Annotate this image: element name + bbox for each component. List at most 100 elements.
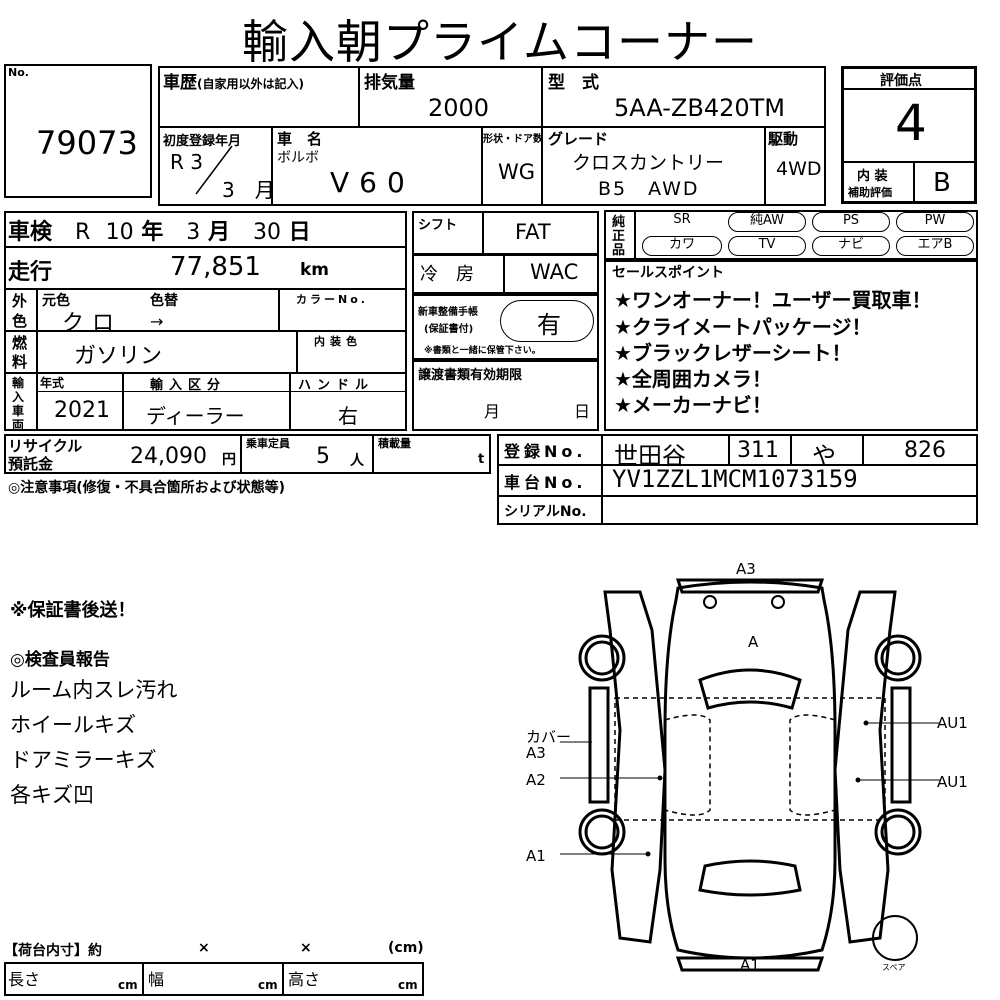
registration-number: 826: [904, 438, 946, 463]
color-no-label: カラーNo.: [296, 293, 368, 306]
ac-box: [412, 254, 599, 294]
registration-kana: や: [812, 442, 836, 470]
exterior-change-label: 色替: [150, 293, 178, 309]
cargo-unit: (cm): [388, 940, 424, 956]
model-type-label: 型 式: [548, 73, 599, 93]
registration-area: 世田谷: [614, 442, 686, 470]
sales-point: ★ブラックレザーシート！: [614, 341, 852, 365]
shape-value: WG: [498, 160, 536, 184]
lot-number: 79073: [36, 124, 138, 162]
cargo-width-unit: cm: [258, 978, 278, 992]
cargo-length-unit: cm: [118, 978, 138, 992]
displacement-value: 2000: [428, 94, 490, 122]
load-unit: t: [478, 452, 485, 467]
recycle-value: 24,090: [130, 444, 207, 469]
genuine-sr: SR: [673, 212, 691, 227]
exterior-orig-label: 元色: [42, 293, 70, 309]
diagram-mark-cover-2: A3: [526, 744, 546, 762]
maintenance-oval: [500, 300, 594, 342]
cargo-label: 【荷台内寸】約: [4, 943, 102, 959]
diagram-mark-cover-1: カバー: [526, 728, 572, 746]
first-reg-label: 初度登録年月: [163, 134, 242, 149]
inspector-label: ◎検査員報告: [10, 650, 110, 670]
diagram-mark-top: A3: [736, 560, 756, 578]
genuine-label-1: 純: [612, 215, 626, 230]
drive-label: 駆動: [768, 130, 799, 148]
maintenance-value: 有: [537, 311, 561, 339]
genuine-navi: ナビ: [812, 236, 890, 256]
diagram-mark-right-top: AU1: [937, 714, 968, 732]
sales-label: セールスポイント: [612, 265, 724, 281]
diagram-mark-bottom: A1: [740, 956, 760, 974]
capacity-value: 5: [316, 444, 330, 469]
inspector-item: ホイールキズ: [10, 713, 136, 737]
cargo-height-unit: cm: [398, 978, 418, 992]
fuel-label-2: 料: [12, 353, 28, 371]
car-name-value: V60: [330, 166, 415, 199]
interior-score-label-2: 補助評価: [848, 186, 892, 199]
import-year-label: 年式: [40, 376, 65, 390]
recycle-box: [4, 434, 491, 474]
page-title: 輸入朝プライムコーナー: [241, 15, 759, 69]
shift-value: FAT: [515, 220, 551, 244]
chassis-label: 車台No.: [504, 473, 587, 492]
main-info-box: [158, 66, 826, 206]
caution-label: ◎注意事項(修復・不具合箇所および状態等): [8, 480, 286, 496]
inspection-row: 車検 R 10 年 3 月 30 日: [8, 220, 311, 245]
diagram-mark-right-mid: AU1: [937, 773, 968, 791]
genuine-tv: TV: [728, 236, 806, 256]
interior-score-value: B: [933, 168, 951, 198]
genuine-airbag: エアB: [896, 236, 974, 256]
first-reg-era: R 3: [170, 150, 203, 174]
cargo-box: [4, 962, 424, 996]
serial-label: シリアルNo.: [504, 504, 587, 520]
inspector-item: ルーム内スレ汚れ: [10, 678, 178, 702]
score-box: [841, 66, 977, 204]
import-label-2: 入: [12, 390, 25, 404]
exterior-orig-value: クロ: [62, 311, 123, 336]
import-class-value: ディーラー: [146, 404, 245, 428]
details-left-box: [4, 211, 407, 431]
import-label-4: 両: [12, 418, 25, 432]
recycle-unit: 円: [222, 452, 236, 468]
sales-point: ★クライメートパッケージ！: [614, 315, 872, 339]
shape-label: 形状・ドア数: [483, 134, 543, 145]
exterior-label-1: 外: [12, 292, 28, 310]
grade-label: グレード: [548, 130, 609, 148]
mileage-value: 77,851: [170, 252, 261, 282]
registration-class: 311: [737, 438, 779, 463]
diagram-mark-left-mid: A2: [526, 771, 546, 789]
genuine-aw: 純AW: [728, 212, 806, 232]
transfer-day-unit: 日: [574, 402, 591, 421]
registration-label: 登録No.: [504, 442, 587, 461]
transfer-label: 譲渡書類有効期限: [418, 368, 523, 383]
genuine-ps: PS: [812, 212, 890, 232]
import-year-value: 2021: [54, 398, 110, 423]
lot-no-label: No.: [8, 66, 29, 79]
interior-score-label-1: 内 装: [857, 169, 888, 184]
diagram-spare-label: スペア: [882, 963, 906, 972]
genuine-label-3: 品: [612, 243, 626, 258]
shift-label: シフト: [418, 218, 458, 233]
registration-box: [497, 434, 978, 525]
first-reg-month: 3 月: [222, 178, 275, 202]
drive-value: 4WD: [776, 158, 822, 180]
genuine-pw: PW: [896, 212, 974, 232]
exterior-label-2: 色: [12, 312, 28, 330]
model-type-value: 5AA-ZB420TM: [614, 94, 785, 122]
first-reg-slash: [188, 142, 254, 198]
score-label: 評価点: [880, 73, 922, 89]
fuel-label-1: 燃: [12, 334, 28, 352]
car-maker: ボルボ: [277, 150, 319, 166]
lot-box: [4, 64, 152, 198]
interior-color-label: 内装色: [314, 335, 362, 348]
displacement-label: 排気量: [364, 73, 415, 93]
capacity-label: 乗車定員: [246, 437, 290, 450]
inspector-item: ドアミラーキズ: [10, 748, 157, 772]
recycle-label-2: 預託金: [8, 455, 54, 473]
sales-point: ★メーカーナビ！: [614, 393, 772, 417]
genuine-label-2: 正: [612, 229, 626, 244]
ac-label: 冷 房: [420, 264, 474, 285]
import-label-3: 車: [12, 404, 25, 418]
handle-label: ハンドル: [298, 378, 375, 393]
